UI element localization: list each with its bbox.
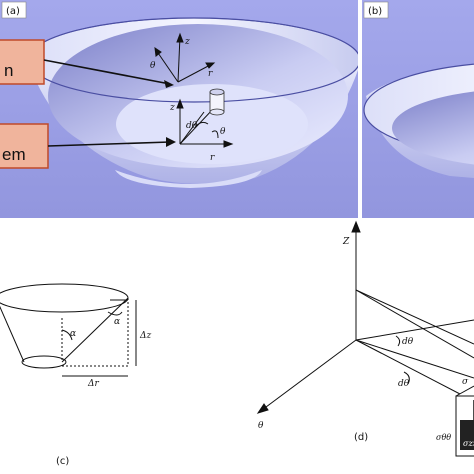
ray-upper-1	[355, 289, 474, 345]
sigma-zz-label: σzz	[463, 439, 474, 448]
callout-arrow-lower	[47, 141, 171, 147]
delta-r-label: Δr	[87, 379, 99, 389]
dtheta-arc-lower	[403, 371, 410, 385]
sample-cylinder	[209, 88, 225, 116]
upper-z-label: z	[184, 37, 190, 47]
panel-a-label-box	[1, 1, 27, 19]
theta-axis-arrowhead	[256, 403, 269, 414]
panel-d-label: (d)	[354, 432, 368, 443]
cone-left-edge	[0, 305, 25, 363]
z-axis-arrowhead	[351, 220, 361, 233]
ray-lower-1	[355, 339, 474, 379]
callout-arrow-upper	[43, 59, 171, 85]
dtheta-upper-label: dθ	[402, 337, 414, 347]
lower-dtheta-label: dθ	[186, 121, 198, 131]
panel-a-label: (a)	[6, 6, 20, 17]
z-axis-label: Z	[342, 237, 350, 247]
bowl-inner-floor	[116, 84, 308, 164]
stress-element-top-edge	[455, 385, 474, 397]
alpha-right-label: α	[114, 317, 120, 327]
alpha-arc-right	[107, 311, 123, 316]
panel-c-label: (c)	[56, 456, 69, 467]
panel-a: (a) n em z θ r	[0, 0, 361, 218]
callout-upper-text: n	[4, 61, 13, 80]
theta-axis-line	[261, 339, 357, 411]
panel-divider	[358, 0, 362, 218]
bowl-base	[115, 170, 262, 188]
callout-lower-text: em	[2, 145, 26, 164]
alpha-left-label: α	[70, 329, 76, 339]
upper-theta-label: θ	[150, 61, 156, 71]
callout-box-upper	[0, 39, 45, 85]
lower-z-label: z	[169, 103, 175, 113]
upper-coordinate-axes	[154, 32, 216, 83]
cone-bottom-ellipse	[21, 355, 67, 369]
panel-b-label-box	[363, 1, 389, 19]
cone-right-edge	[61, 297, 129, 363]
panel-c	[0, 283, 137, 377]
lower-theta-label: θ	[220, 127, 226, 137]
panel-d	[256, 220, 474, 457]
sigma-theta-theta-label: σθθ	[436, 433, 451, 442]
dtheta-lower-label: dθ	[398, 379, 410, 389]
ray-upper-2	[355, 289, 474, 359]
ray-lower-2	[355, 339, 461, 395]
callout-arrowhead-lower	[166, 137, 176, 147]
theta-axis-label: θ	[258, 421, 264, 431]
lower-coordinate-axes	[176, 98, 234, 148]
callout-arrowhead-upper	[164, 80, 174, 88]
sigma-top-label: σ	[462, 377, 469, 387]
panel-b-label: (b)	[368, 6, 382, 17]
panel-b-bowl-inner	[392, 91, 474, 165]
dtheta-arc-upper	[395, 335, 401, 347]
delta-z-label: Δz	[139, 331, 151, 341]
lower-r-label: r	[210, 153, 215, 163]
cone-top-ellipse	[0, 283, 129, 313]
panel-b: (b)	[362, 0, 474, 218]
r-axis-line	[355, 319, 474, 341]
stress-element-shaded	[460, 420, 474, 450]
alpha-arc-left	[61, 329, 73, 341]
stress-element	[455, 395, 474, 457]
upper-r-label: r	[208, 69, 213, 79]
